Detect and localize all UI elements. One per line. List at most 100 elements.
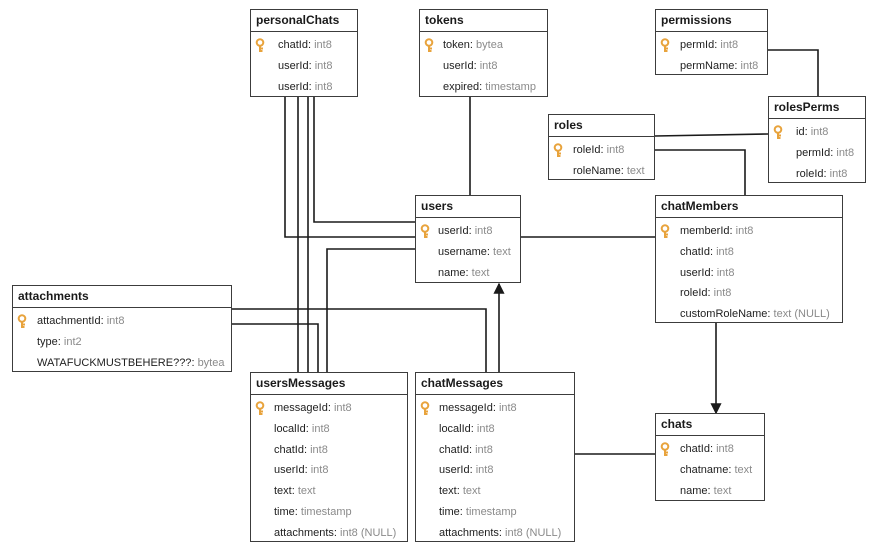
field-name: userId [274, 464, 305, 477]
field-row[interactable]: id: int8 [769, 122, 865, 143]
field-type: text [493, 245, 511, 258]
field-type: int8 (NULL) [340, 526, 397, 539]
field-name: text [439, 485, 457, 498]
key-icon [255, 38, 265, 52]
field-sep: : [304, 464, 311, 477]
field-type: int8 [740, 59, 759, 72]
field-name: name [438, 266, 466, 279]
line-personalchats-users-a [313, 96, 415, 223]
field-row[interactable]: attachments: int8 (NULL) [416, 523, 574, 544]
field-name: WATAFUCKMUSTBEHERE??? [37, 356, 192, 369]
field-row[interactable]: chatId: int8 [656, 242, 842, 263]
field-row[interactable]: messageId: int8 [251, 398, 407, 419]
key-icon [424, 38, 434, 52]
field-sep: : [498, 526, 506, 539]
key-icon [660, 38, 670, 52]
field-name: time [274, 505, 295, 518]
field-row[interactable]: userId: int8 [416, 221, 520, 242]
field-name: userId [439, 464, 470, 477]
field-sep: : [600, 144, 607, 156]
field-sep: : [804, 126, 811, 138]
field-row[interactable]: attachmentId: int8 [13, 311, 231, 332]
field-row[interactable]: WATAFUCKMUSTBEHERE???: bytea [13, 353, 231, 374]
field-row[interactable]: permId: int8 [656, 35, 767, 56]
field-row[interactable]: permId: int8 [769, 143, 865, 164]
field-row[interactable]: time: timestamp [251, 502, 407, 523]
field-sep: : [473, 59, 480, 72]
table-title: rolesPerms [769, 97, 865, 119]
field-name: attachments [439, 526, 499, 539]
field-name: messageId [274, 402, 328, 414]
field-row[interactable]: username: text [416, 242, 520, 263]
table-users[interactable]: users userId: int8 username: text name: … [415, 195, 521, 283]
field-row[interactable]: localId: int8 [416, 419, 574, 440]
field-name: token [443, 39, 470, 51]
field-sep: : [767, 308, 774, 321]
field-type: int8 [311, 422, 330, 435]
field-name: userId [680, 266, 711, 279]
field-sep: : [459, 505, 466, 518]
field-row[interactable]: attachments: int8 (NULL) [251, 523, 407, 544]
table-personalchats[interactable]: personalChats chatId: int8 userId: int8 … [250, 9, 358, 97]
field-sep: : [620, 164, 627, 177]
field-row[interactable]: name: text [416, 263, 520, 284]
field-row[interactable]: text: text [251, 481, 407, 502]
table-title: chats [656, 414, 764, 436]
field-row[interactable]: customRoleName: text (NULL) [656, 304, 842, 325]
table-chats[interactable]: chats chatId: int8 chatname: text name: … [655, 413, 765, 501]
table-attachments[interactable]: attachments attachmentId: int8 type: int… [12, 285, 232, 372]
table-permissions[interactable]: permissions permId: int8 permName: int8 [655, 9, 768, 75]
field-type: int8 [479, 59, 498, 72]
field-name: memberId [680, 225, 730, 237]
field-row[interactable]: localId: int8 [251, 419, 407, 440]
field-name: expired [443, 80, 480, 93]
table-title: tokens [420, 10, 547, 32]
field-row[interactable]: roleId: int8 [769, 164, 865, 185]
field-row[interactable]: chatId: int8 [656, 439, 764, 460]
field-row[interactable]: token: bytea [420, 35, 547, 56]
field-row[interactable]: roleId: int8 [549, 140, 654, 161]
field-row[interactable]: time: timestamp [416, 502, 574, 523]
table-chatmembers[interactable]: chatMembers memberId: int8 chatId: int8 … [655, 195, 843, 323]
field-row[interactable]: chatId: int8 [251, 35, 357, 56]
field-row[interactable]: userId: int8 [251, 77, 357, 98]
field-row[interactable]: text: text [416, 481, 574, 502]
field-type: int8 [314, 80, 333, 93]
table-tokens[interactable]: tokens token: bytea userId: int8 expired… [419, 9, 548, 97]
field-sep: : [191, 356, 198, 369]
field-row[interactable]: userId: int8 [251, 460, 407, 481]
field-row[interactable]: expired: timestamp [420, 77, 547, 98]
field-type: int8 [810, 126, 829, 138]
field-type: timestamp [485, 80, 536, 93]
field-type: timestamp [300, 505, 352, 518]
table-chatmessages[interactable]: chatMessages messageId: int8 localId: in… [415, 372, 575, 542]
field-row[interactable]: userId: int8 [656, 263, 842, 284]
field-row[interactable]: type: int2 [13, 332, 231, 353]
field-row[interactable]: memberId: int8 [656, 221, 842, 242]
field-type: int8 [476, 422, 495, 435]
field-sep: : [823, 167, 830, 180]
field-row[interactable]: chatId: int8 [251, 440, 407, 461]
table-rolesperms[interactable]: rolesPerms id: int8 permId: int8 roleId:… [768, 96, 866, 183]
field-name: userId [278, 80, 309, 93]
field-row[interactable]: roleName: text [549, 161, 654, 182]
field-row[interactable]: permName: int8 [656, 56, 767, 77]
field-row[interactable]: userId: int8 [420, 56, 547, 77]
table-title: users [416, 196, 520, 218]
key-icon [773, 125, 783, 139]
field-sep: : [707, 484, 714, 497]
field-row[interactable]: userId: int8 [416, 460, 574, 481]
field-name: chatId [439, 443, 469, 456]
field-row[interactable]: roleId: int8 [656, 283, 842, 304]
field-row[interactable]: chatId: int8 [416, 440, 574, 461]
field-name: chatId [680, 443, 710, 455]
table-roles[interactable]: roles roleId: int8 roleName: text [548, 114, 655, 180]
table-usersmessages[interactable]: usersMessages messageId: int8 localId: i… [250, 372, 408, 542]
field-row[interactable]: userId: int8 [251, 56, 357, 77]
field-row[interactable]: chatname: text [656, 460, 764, 481]
field-row[interactable]: messageId: int8 [416, 398, 574, 419]
field-row[interactable]: name: text [656, 481, 764, 502]
field-sep: : [734, 59, 741, 72]
field-type: text [462, 485, 481, 498]
field-name: roleId [680, 287, 708, 300]
